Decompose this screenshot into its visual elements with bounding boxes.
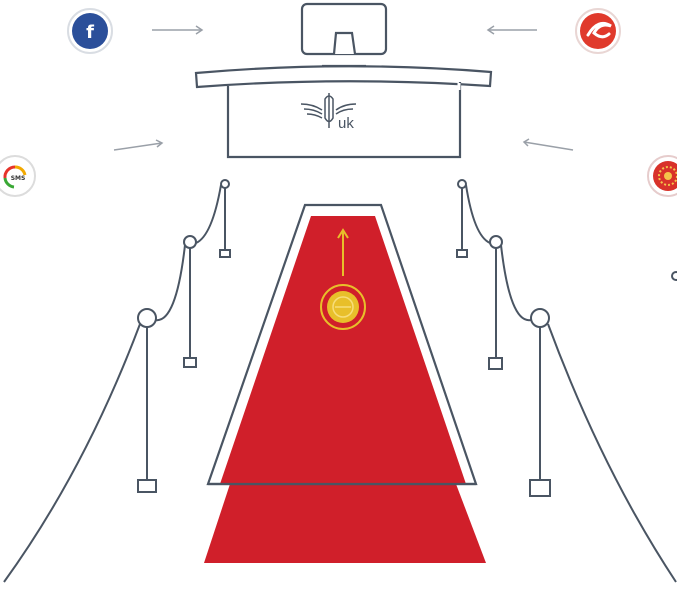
brand-badge-top-right [575,8,621,54]
podium-brand-text: uk [338,115,354,132]
seal-badge-right [647,155,677,197]
podium-logo: uk [300,93,357,132]
monitor-icon [300,2,388,68]
rope [547,323,677,583]
right-barrier [456,179,677,583]
quill-wings-icon [300,93,357,128]
rope [465,184,491,244]
inbound-arrows [113,25,574,151]
stanchion-base-icon [488,357,503,370]
stanchion-base-icon [183,357,197,368]
logo-badge-left: SMS [0,155,36,197]
arrow-top-right [486,25,537,35]
stanchion-top-icon [530,308,550,328]
rope [154,244,186,322]
stanchion-base-icon [219,249,231,258]
arrow-mid-left [113,139,164,151]
stanchion-base-icon [529,479,551,497]
podium [194,65,493,159]
carpet-inner [220,216,466,484]
facebook-badge: f [67,8,113,54]
rope [195,184,222,244]
stanchion-top-icon [220,179,230,189]
stanchion-top-icon [457,179,467,189]
podium-top [194,65,493,89]
stanchion-base-icon [137,479,157,493]
colorful-logo-icon [3,165,27,189]
arrow-mid-right [522,138,574,151]
carpet-lower [204,484,486,563]
left-barrier [3,179,231,583]
logo-badge-label: SMS [11,175,26,182]
facebook-icon [72,13,108,49]
podium-body [226,82,462,159]
partial-badge-edge [671,271,677,281]
coin-token [320,228,366,330]
brand-swoosh-icon [580,13,616,49]
facebook-glyph: f [86,22,94,43]
rope [500,244,532,322]
coin-ring [320,284,366,330]
stanchion-base-icon [456,249,468,258]
rope [3,323,141,583]
arrow-top-left [152,25,204,35]
